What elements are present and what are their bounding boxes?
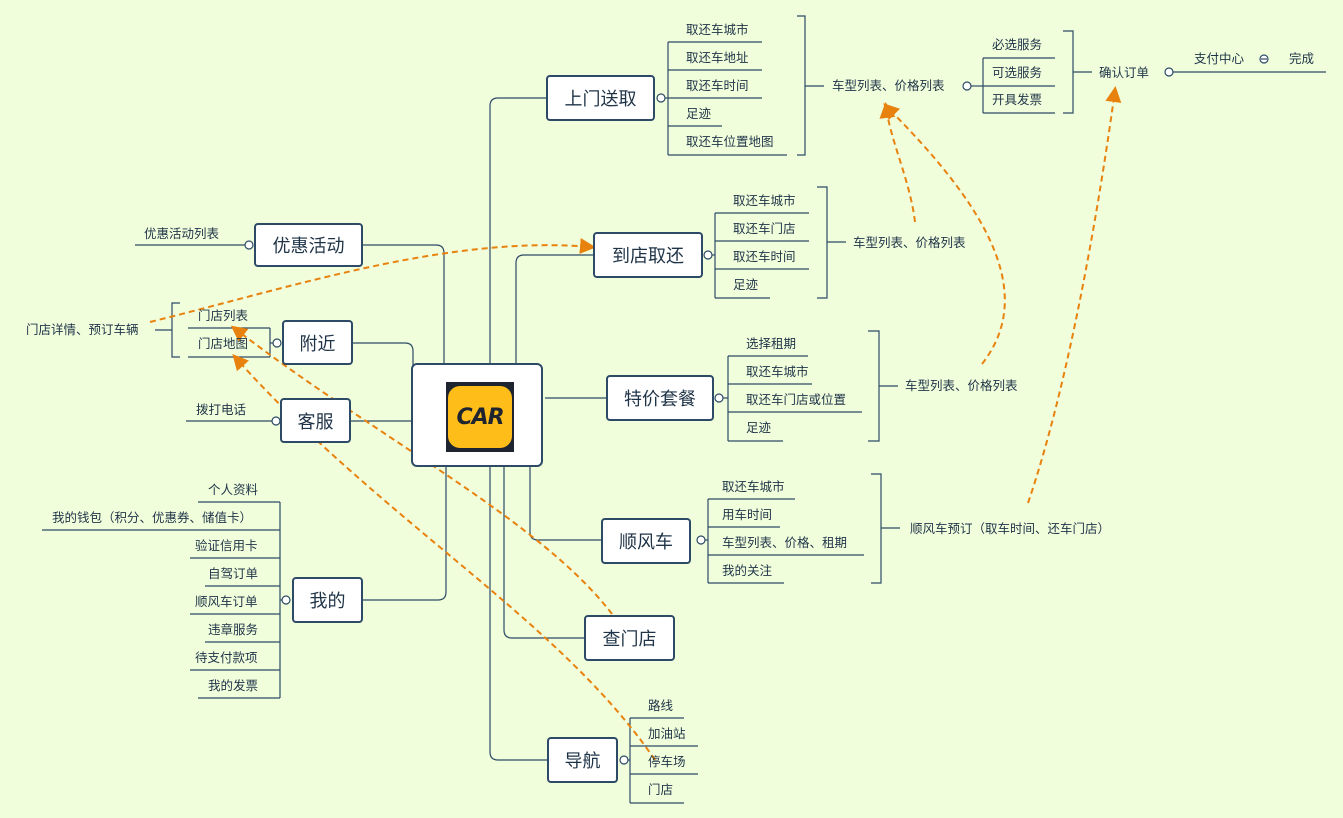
- store-next-vehicle-price-list[interactable]: 车型列表、价格列表: [853, 235, 966, 250]
- nearby-store-list[interactable]: 门店列表: [198, 308, 249, 323]
- promo-list[interactable]: 优惠活动列表: [144, 226, 220, 241]
- nav-item-gas-station[interactable]: 加油站: [648, 726, 686, 741]
- ride-next-booking[interactable]: 顺风车预订（取车时间、还车门店）: [910, 521, 1111, 536]
- branch-ride-share[interactable]: 顺风车: [601, 518, 691, 564]
- mine-invoices[interactable]: 我的发票: [208, 678, 259, 693]
- nav-item-parking[interactable]: 停车场: [648, 754, 686, 769]
- branch-customer-service[interactable]: 客服: [280, 398, 351, 443]
- cs-call-phone[interactable]: 拨打电话: [196, 402, 247, 417]
- payment-center[interactable]: 支付中心: [1194, 51, 1245, 66]
- door-item-address[interactable]: 取还车地址: [686, 50, 749, 65]
- mine-wallet[interactable]: 我的钱包（积分、优惠券、储值卡）: [52, 510, 253, 525]
- door-item-map[interactable]: 取还车位置地图: [686, 134, 774, 149]
- mine-verify-card[interactable]: 验证信用卡: [195, 538, 258, 553]
- ride-item-vehicle-price-period[interactable]: 车型列表、价格、租期: [722, 535, 848, 550]
- car-app-logo: CAR: [446, 382, 514, 452]
- offer-item-city[interactable]: 取还车城市: [746, 364, 809, 379]
- branch-mine[interactable]: 我的: [292, 577, 363, 623]
- service-invoice[interactable]: 开具发票: [992, 92, 1043, 107]
- mine-pending-payments[interactable]: 待支付款项: [195, 650, 258, 665]
- branch-nearby[interactable]: 附近: [282, 320, 353, 365]
- door-item-history[interactable]: 足迹: [686, 106, 712, 121]
- car-logo-icon: CAR: [448, 386, 512, 448]
- store-item-city[interactable]: 取还车城市: [733, 193, 796, 208]
- offer-item-history[interactable]: 足迹: [746, 420, 772, 435]
- mine-violation-service[interactable]: 违章服务: [208, 622, 259, 637]
- store-detail-booking[interactable]: 门店详情、预订车辆: [26, 322, 139, 337]
- branch-door-delivery[interactable]: 上门送取: [546, 75, 655, 121]
- offer-item-period[interactable]: 选择租期: [746, 336, 797, 351]
- branch-special-offer[interactable]: 特价套餐: [606, 375, 714, 421]
- door-item-city[interactable]: 取还车城市: [686, 22, 749, 37]
- branch-store-pickup[interactable]: 到店取还: [593, 232, 703, 278]
- confirm-order[interactable]: 确认订单: [1099, 65, 1150, 80]
- nearby-store-map[interactable]: 门店地图: [198, 336, 249, 351]
- branch-promotions[interactable]: 优惠活动: [254, 223, 363, 267]
- door-item-time[interactable]: 取还车时间: [686, 78, 749, 93]
- ride-item-time[interactable]: 用车时间: [722, 507, 773, 522]
- mine-ride-share-orders[interactable]: 顺风车订单: [195, 594, 258, 609]
- store-item-history[interactable]: 足迹: [733, 277, 759, 292]
- offer-next-vehicle-price-list[interactable]: 车型列表、价格列表: [905, 378, 1018, 393]
- branch-navigation[interactable]: 导航: [547, 737, 618, 783]
- service-required[interactable]: 必选服务: [992, 37, 1043, 52]
- ride-item-city[interactable]: 取还车城市: [722, 479, 785, 494]
- mine-self-drive-orders[interactable]: 自驾订单: [208, 566, 259, 581]
- ride-item-following[interactable]: 我的关注: [722, 563, 773, 578]
- store-item-time[interactable]: 取还车时间: [733, 249, 796, 264]
- mine-profile[interactable]: 个人资料: [208, 482, 259, 497]
- service-optional[interactable]: 可选服务: [992, 65, 1043, 80]
- offer-item-store-location[interactable]: 取还车门店或位置: [746, 392, 847, 407]
- order-complete[interactable]: 完成: [1289, 51, 1315, 66]
- nav-item-store[interactable]: 门店: [648, 782, 674, 797]
- door-next-vehicle-price-list[interactable]: 车型列表、价格列表: [832, 78, 945, 93]
- branch-find-store[interactable]: 查门店: [584, 615, 675, 661]
- store-item-store[interactable]: 取还车门店: [733, 221, 796, 236]
- central-app-node[interactable]: CAR: [411, 363, 543, 467]
- nav-item-route[interactable]: 路线: [648, 698, 674, 713]
